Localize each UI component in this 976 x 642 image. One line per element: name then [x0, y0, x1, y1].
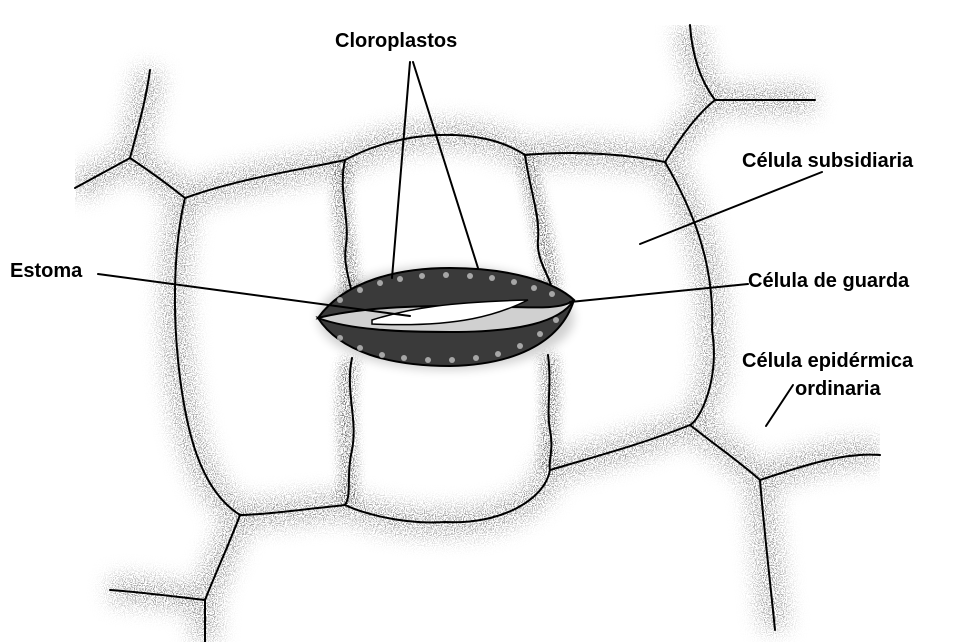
label-stoma: Estoma	[10, 260, 82, 282]
epidermal-leader	[766, 385, 793, 426]
label-chloroplasts: Cloroplastos	[335, 30, 457, 52]
label-guard-cell: Célula de guarda	[748, 270, 909, 292]
label-epidermal-cell-ordinary: ordinaria	[795, 378, 881, 400]
label-epidermal-cell: Célula epidérmica	[742, 350, 913, 372]
chloroplast-leader-left	[392, 62, 410, 278]
chloroplast-leader-right	[413, 62, 478, 268]
guard-cells	[318, 266, 574, 370]
label-subsidiary-cell: Célula subsidiaria	[742, 150, 913, 172]
